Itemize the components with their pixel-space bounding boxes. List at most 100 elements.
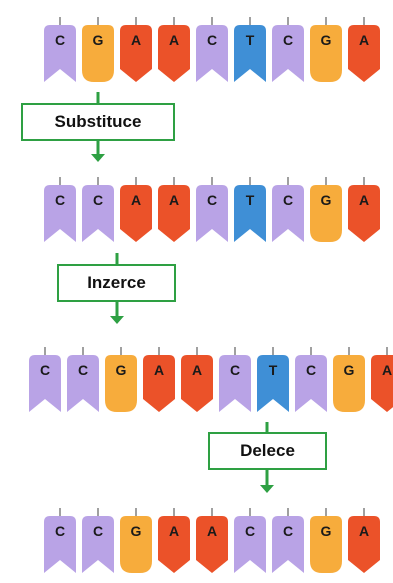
nucleotide-letter: C — [306, 362, 316, 378]
nucleotide-letter: A — [192, 362, 202, 378]
nucleotide-C: C — [196, 177, 228, 242]
mutation-arrow-1 — [91, 92, 105, 162]
nucleotide-T: T — [234, 177, 266, 242]
nucleotide-letter: G — [321, 32, 332, 48]
nucleotide-letter: C — [93, 523, 103, 539]
nucleotide-shape — [272, 516, 304, 573]
nucleotide-G: G — [310, 177, 342, 242]
nucleotide-shape — [82, 516, 114, 573]
nucleotide-letter: A — [131, 192, 141, 208]
nucleotide-C: C — [272, 177, 304, 242]
nucleotide-shape — [333, 355, 365, 412]
nucleotide-letter: A — [359, 192, 369, 208]
nucleotide-shape — [158, 25, 190, 82]
nucleotide-G: G — [333, 347, 365, 412]
nucleotide-letter: C — [283, 523, 293, 539]
nucleotide-C: C — [196, 17, 228, 82]
nucleotide-G: G — [82, 17, 114, 82]
nucleotide-G: G — [310, 508, 342, 573]
nucleotide-letter: A — [359, 32, 369, 48]
nucleotide-A: A — [120, 177, 152, 242]
insertion-label: Inzerce — [57, 264, 176, 302]
nucleotide-C: C — [67, 347, 99, 412]
deletion-label: Delece — [208, 432, 327, 470]
nucleotide-A: A — [158, 177, 190, 242]
nucleotide-shape — [196, 25, 228, 82]
nucleotide-shape — [310, 25, 342, 82]
nucleotide-shape — [257, 355, 289, 412]
nucleotide-C: C — [44, 508, 76, 573]
nucleotide-A: A — [348, 508, 380, 573]
nucleotide-shape — [120, 516, 152, 573]
nucleotide-letter: G — [131, 523, 142, 539]
nucleotide-A: A — [158, 17, 190, 82]
nucleotide-letter: C — [230, 362, 240, 378]
nucleotide-shape — [348, 25, 380, 82]
nucleotide-G: G — [105, 347, 137, 412]
nucleotide-shape — [44, 516, 76, 573]
nucleotide-shape — [348, 185, 380, 242]
nucleotide-letter: G — [321, 192, 332, 208]
nucleotide-letter: A — [169, 192, 179, 208]
nucleotide-shape — [196, 516, 228, 573]
nucleotide-C: C — [219, 347, 251, 412]
nucleotide-letter: C — [40, 362, 50, 378]
nucleotide-C: C — [44, 177, 76, 242]
arrow-head — [260, 485, 274, 493]
nucleotide-A: A — [158, 508, 190, 573]
nucleotide-C: C — [295, 347, 327, 412]
nucleotide-letter: C — [55, 192, 65, 208]
nucleotide-A: A — [348, 17, 380, 82]
substitution-label: Substituce — [21, 103, 175, 141]
nucleotide-shape — [348, 516, 380, 573]
nucleotide-A: A — [196, 508, 228, 573]
nucleotide-letter: G — [116, 362, 127, 378]
nucleotide-T: T — [257, 347, 289, 412]
nucleotide-A: A — [120, 17, 152, 82]
nucleotide-letter: A — [359, 523, 369, 539]
nucleotide-letter: T — [246, 192, 255, 208]
nucleotide-shape — [143, 355, 175, 412]
nucleotide-shape — [181, 355, 213, 412]
nucleotide-letter: T — [246, 32, 255, 48]
nucleotide-C: C — [234, 508, 266, 573]
nucleotide-letter: G — [321, 523, 332, 539]
nucleotide-shape — [234, 25, 266, 82]
nucleotide-shape — [234, 516, 266, 573]
nucleotide-letter: C — [283, 192, 293, 208]
nucleotide-shape — [295, 355, 327, 412]
nucleotide-shape — [120, 185, 152, 242]
nucleotide-A: A — [181, 347, 213, 412]
nucleotide-letter: C — [93, 192, 103, 208]
nucleotide-shape — [234, 185, 266, 242]
nucleotide-letter: G — [93, 32, 104, 48]
nucleotide-letter: C — [245, 523, 255, 539]
nucleotide-letter: A — [169, 523, 179, 539]
nucleotide-shape — [272, 185, 304, 242]
nucleotide-shape — [44, 185, 76, 242]
arrow-head — [110, 316, 124, 324]
nucleotide-letter: C — [78, 362, 88, 378]
nucleotide-letter: T — [269, 362, 278, 378]
nucleotide-C: C — [44, 17, 76, 82]
nucleotide-shape — [219, 355, 251, 412]
nucleotide-C: C — [29, 347, 61, 412]
nucleotide-C: C — [82, 508, 114, 573]
nucleotide-G: G — [120, 508, 152, 573]
nucleotide-shape — [82, 185, 114, 242]
nucleotide-A: A — [143, 347, 175, 412]
nucleotide-shape — [82, 25, 114, 82]
nucleotide-letter: A — [154, 362, 164, 378]
nucleotide-shape — [120, 25, 152, 82]
nucleotide-shape — [196, 185, 228, 242]
nucleotide-letter: A — [382, 362, 392, 378]
nucleotide-letter: G — [344, 362, 355, 378]
nucleotide-shape — [310, 516, 342, 573]
nucleotide-shape — [371, 355, 393, 412]
nucleotide-C: C — [82, 177, 114, 242]
nucleotide-letter: C — [55, 523, 65, 539]
